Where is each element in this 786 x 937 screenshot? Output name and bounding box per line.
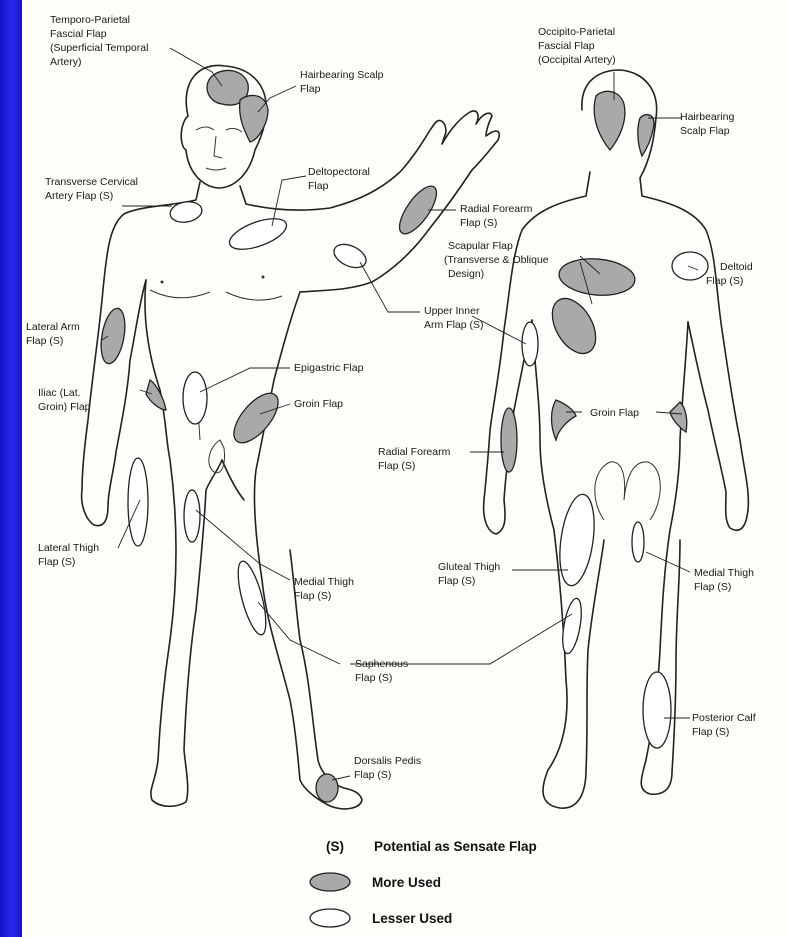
- upper-inner-arm-flap-back: [522, 322, 538, 366]
- groin-flap-front: [226, 386, 286, 450]
- legend: (S) Potential as Sensate Flap More Used …: [310, 839, 537, 927]
- front-figure: [82, 65, 500, 808]
- deltopectoral-flap: [226, 212, 291, 255]
- occipito-parietal-flap: [594, 91, 625, 150]
- radial-forearm-flap-back: [501, 408, 517, 472]
- hairbearing-scalp-flap-front: [240, 95, 268, 142]
- saphenous-flap-front: [233, 559, 272, 638]
- epigastric-flap: [183, 372, 207, 424]
- back-figure: [484, 70, 749, 808]
- deltoid-flap: [672, 252, 708, 280]
- scapular-flap-oblique: [543, 291, 604, 361]
- posterior-calf-flap: [643, 672, 671, 748]
- legend-lesser-used-label: Lesser Used: [372, 911, 452, 926]
- dorsalis-pedis-flap: [316, 774, 338, 802]
- legend-more-used-swatch: [310, 873, 350, 891]
- legend-more-used-label: More Used: [372, 875, 441, 890]
- upper-inner-arm-flap: [330, 240, 369, 272]
- scapular-flap-transverse: [558, 256, 637, 298]
- medial-thigh-flap-front: [184, 490, 200, 542]
- label-epigastric: Epigastric Flap: [294, 362, 364, 374]
- legend-sensate-symbol: (S): [326, 839, 344, 854]
- medial-thigh-flap-back: [632, 522, 644, 562]
- gluteal-thigh-flap: [555, 492, 599, 588]
- iliac-flap: [146, 380, 166, 410]
- label-groin-back: Groin Flap: [590, 407, 639, 419]
- label-iliac: Iliac (Lat.Groin) Flap: [38, 387, 91, 413]
- label-groin-front: Groin Flap: [294, 398, 343, 410]
- legend-sensate-text: Potential as Sensate Flap: [374, 839, 537, 854]
- legend-lesser-used-swatch: [310, 909, 350, 927]
- groin-flap-back-left: [552, 400, 577, 440]
- lateral-thigh-flap: [128, 458, 148, 546]
- lateral-arm-flap: [97, 307, 128, 366]
- groin-flap-back-right: [670, 402, 687, 432]
